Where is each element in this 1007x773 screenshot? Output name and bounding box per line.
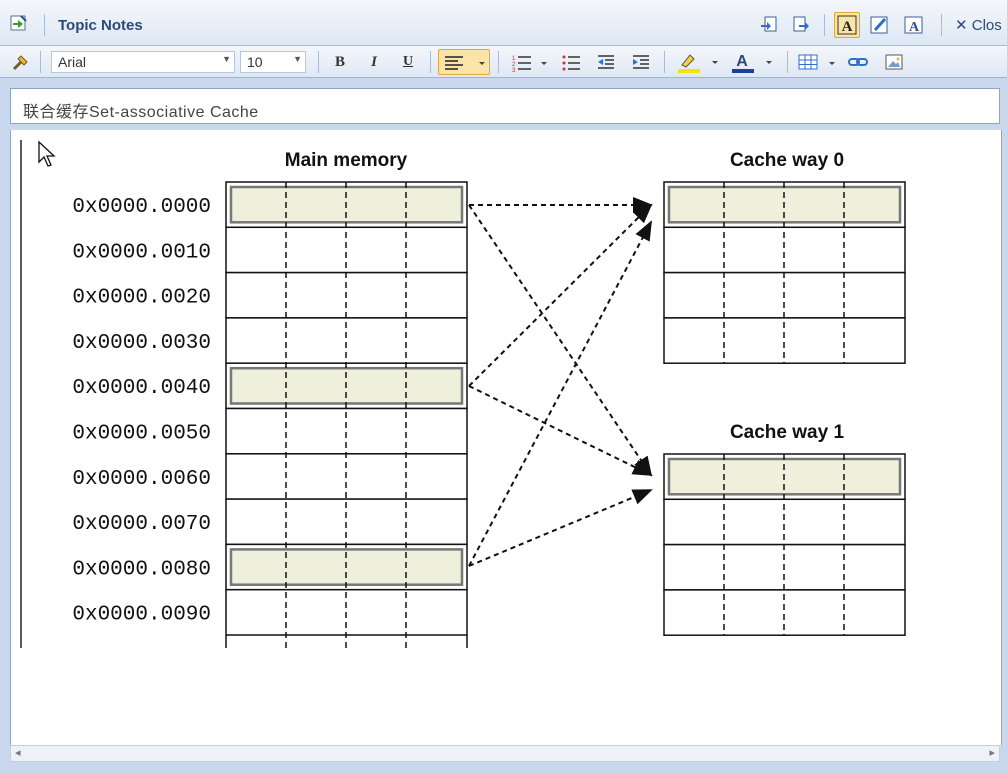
address-label: 0x0000.0010 — [72, 241, 211, 264]
mapping-arrow — [468, 385, 653, 476]
main-memory-block — [225, 181, 468, 648]
mapping-arrow — [468, 203, 653, 387]
increase-indent-icon[interactable] — [630, 51, 652, 73]
text-style-icon[interactable]: A — [903, 14, 925, 36]
cache-way1-block — [663, 453, 906, 636]
font-size-select[interactable]: 10 ▼ — [240, 51, 306, 73]
text-format-icon[interactable]: A — [834, 12, 860, 38]
topic-notes-icon[interactable] — [8, 12, 30, 34]
close-icon: ✕ — [955, 17, 968, 34]
insert-table-icon[interactable] — [797, 51, 841, 73]
address-label: 0x0000.0060 — [72, 468, 211, 491]
cache-way0-block — [663, 181, 906, 364]
address-label: 0x0000.0080 — [72, 558, 211, 581]
note-subject-field[interactable]: 联合缓存Set-associative Cache — [10, 88, 1000, 124]
font-size-value: 10 — [247, 54, 263, 70]
close-label: Clos — [971, 17, 1002, 34]
address-label: 0x0000.0040 — [72, 377, 211, 400]
address-labels: 0x0000.0000 0x0000.0010 0x0000.0020 0x0000.… — [72, 196, 211, 627]
underline-button[interactable]: U — [402, 54, 414, 69]
bold-button[interactable]: B — [334, 53, 345, 70]
set-associative-cache-diagram: Main memory Cache way 0 Cache way 1 0x00… — [20, 140, 906, 648]
align-left-button[interactable] — [438, 49, 490, 75]
close-button[interactable]: ✕ Clos — [955, 16, 1002, 34]
highlight-color-icon[interactable] — [676, 51, 724, 73]
decrease-indent-icon[interactable] — [595, 51, 617, 73]
svg-text:A: A — [736, 53, 748, 70]
mapping-arrow — [468, 204, 653, 477]
scroll-right-icon[interactable]: ▸ — [989, 747, 995, 759]
cache-way1-title: Cache way 1 — [730, 422, 844, 443]
mapping-arrow — [468, 489, 653, 567]
insert-image-icon[interactable] — [883, 51, 905, 73]
export-note-icon[interactable] — [790, 14, 812, 36]
font-name-value: Arial — [58, 54, 87, 70]
note-body[interactable]: Main memory Cache way 0 Cache way 1 0x00… — [10, 130, 1002, 745]
address-label: 0x0000.0020 — [72, 287, 211, 310]
font-name-select[interactable]: Arial ▼ — [51, 51, 235, 73]
address-label: 0x0000.0090 — [72, 604, 211, 627]
svg-text:2: 2 — [512, 62, 516, 68]
mapping-arrows — [468, 197, 653, 567]
insert-link-icon[interactable] — [847, 51, 869, 73]
address-label: 0x0000.0070 — [72, 513, 211, 536]
main-memory-title: Main memory — [285, 150, 408, 171]
horizontal-scrollbar[interactable]: ◂ ▸ — [10, 745, 1000, 762]
import-note-icon[interactable] — [758, 14, 780, 36]
bullet-list-icon[interactable] — [560, 51, 582, 73]
svg-text:A: A — [842, 19, 853, 35]
scroll-left-icon[interactable]: ◂ — [15, 747, 21, 759]
font-color-icon[interactable]: A — [730, 51, 778, 73]
mouse-pointer-icon — [38, 140, 56, 167]
cache-way0-title: Cache way 0 — [730, 150, 844, 171]
chevron-down-icon: ▼ — [293, 54, 302, 64]
address-label: 0x0000.0050 — [72, 423, 211, 446]
address-label: 0x0000.0000 — [72, 196, 211, 219]
mapping-arrow — [468, 220, 652, 567]
chevron-down-icon: ▼ — [222, 54, 231, 64]
note-subject-text: 联合缓存Set-associative Cache — [23, 104, 259, 121]
address-label: 0x0000.0030 — [72, 332, 211, 355]
format-painter-icon[interactable] — [10, 51, 32, 73]
svg-text:1: 1 — [512, 56, 516, 62]
edit-pen-icon[interactable] — [869, 14, 891, 36]
svg-text:A: A — [909, 20, 920, 35]
window-title: Topic Notes — [58, 17, 143, 34]
title-bar: Topic Notes A A ✕ Clos — [0, 0, 1007, 46]
svg-text:3: 3 — [512, 68, 516, 72]
italic-button[interactable]: I — [371, 53, 377, 70]
